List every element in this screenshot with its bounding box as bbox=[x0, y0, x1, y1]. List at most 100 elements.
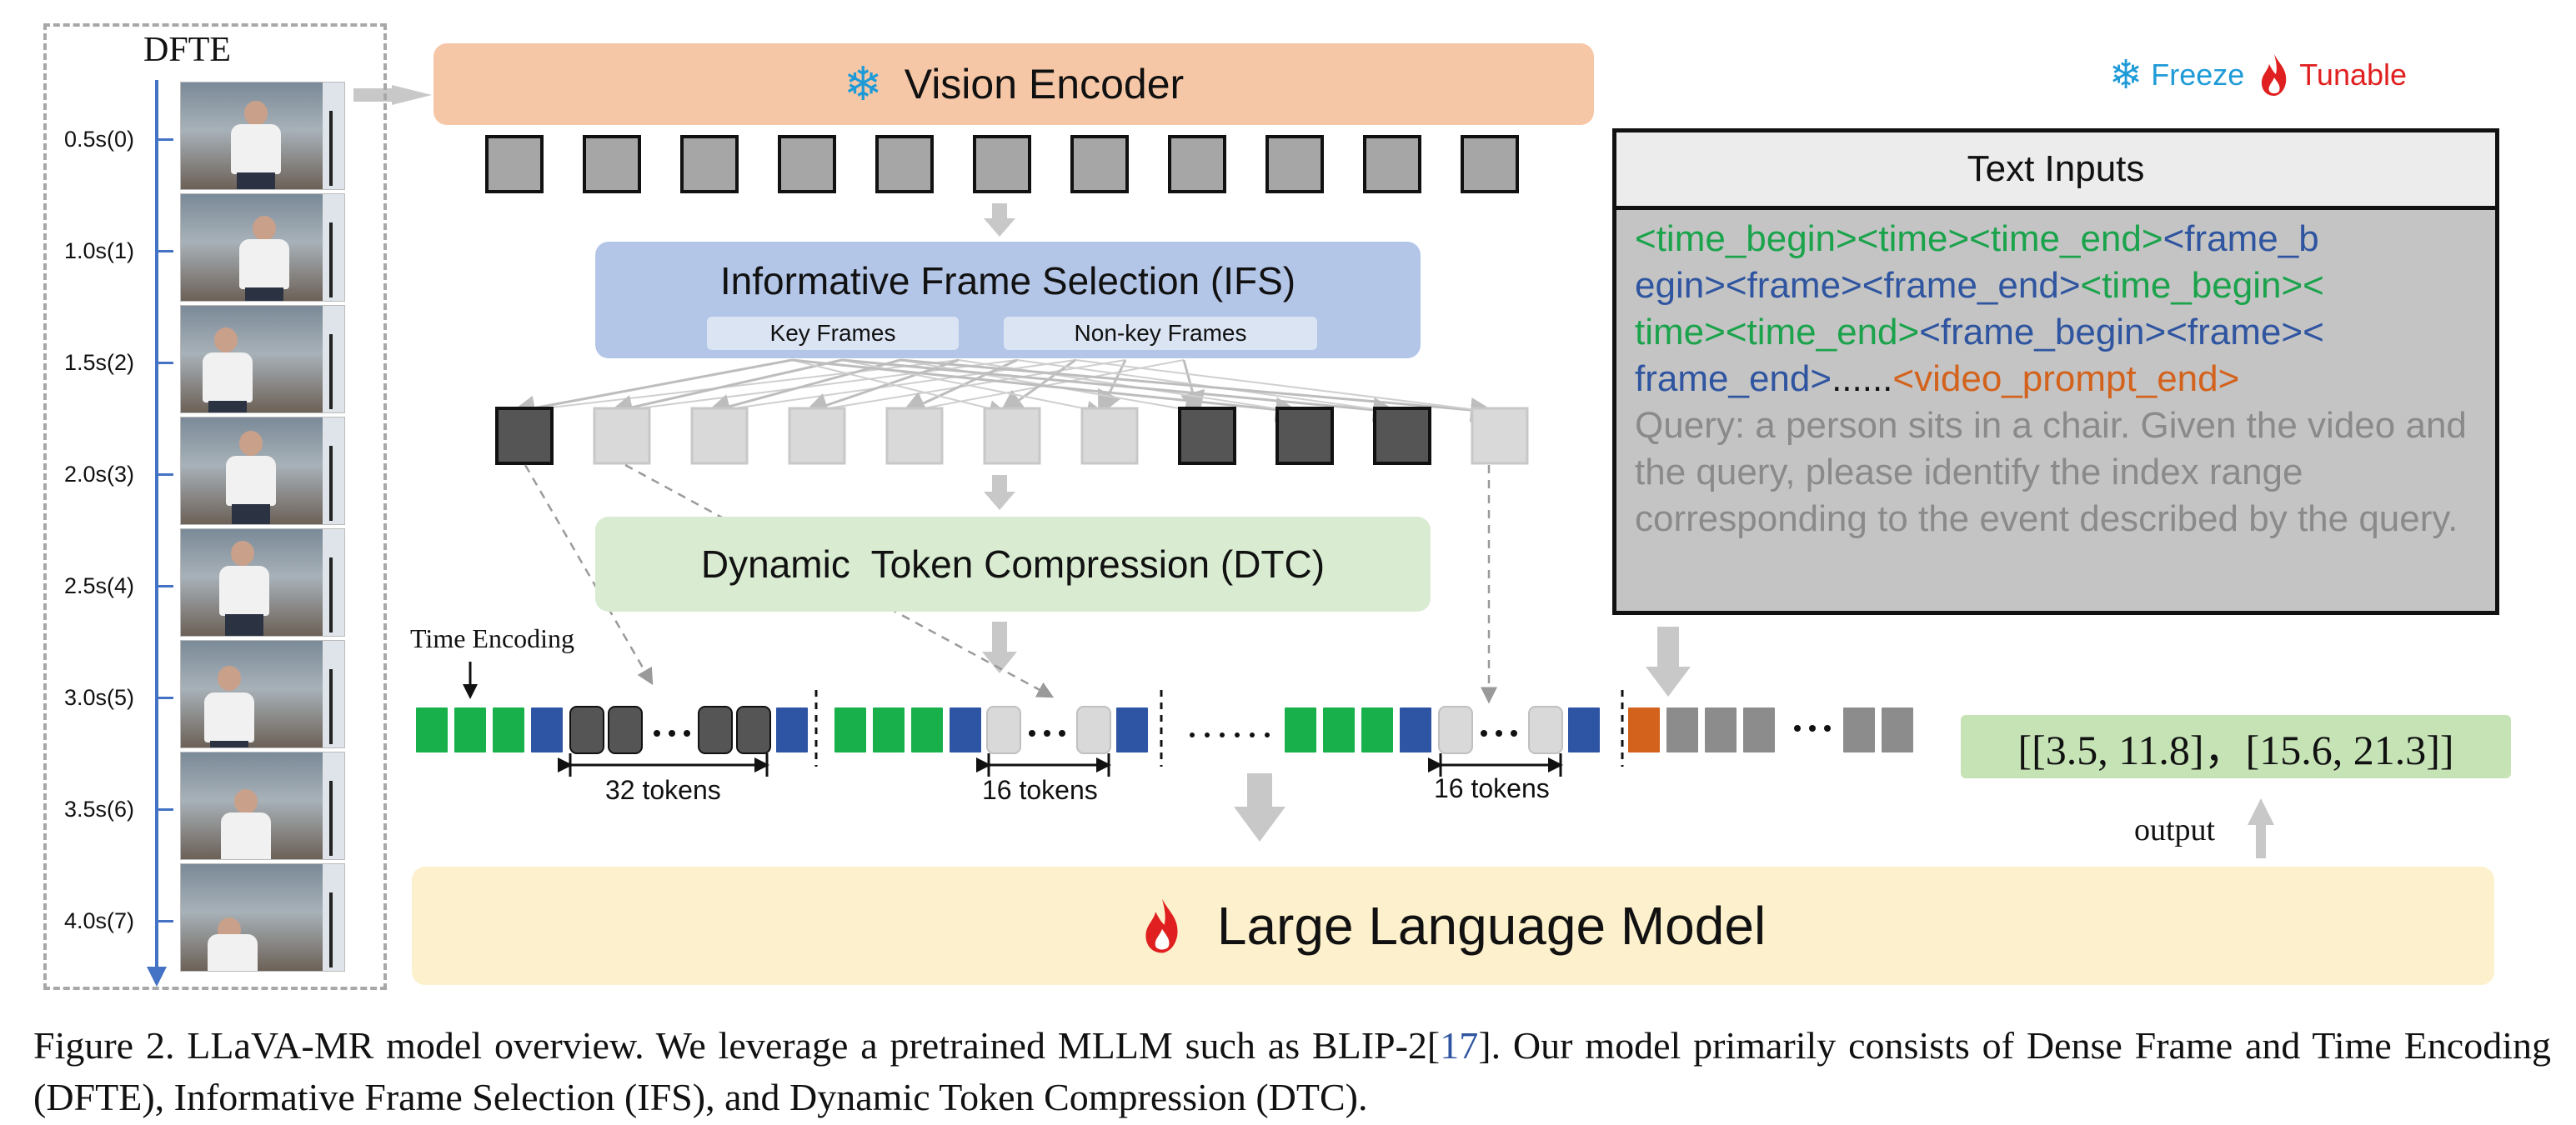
dfte-title: DFTE bbox=[143, 31, 231, 69]
token-ellipsis: ...... bbox=[1832, 358, 1893, 399]
time-label-6: 3.5s(6) bbox=[63, 797, 135, 822]
time-label-2: 1.5s(2) bbox=[63, 350, 135, 375]
key-frames-label: Key Frames bbox=[769, 320, 896, 346]
key-frame-token bbox=[698, 706, 733, 754]
video-frame-thumbnail bbox=[180, 863, 345, 972]
frame-door bbox=[323, 529, 344, 636]
figure-caption: Figure 2. LLaVA-MR model overview. We le… bbox=[33, 1020, 2551, 1123]
time-token bbox=[414, 706, 449, 754]
person-head bbox=[231, 541, 254, 566]
frame-separator-token bbox=[1115, 706, 1150, 754]
person-body bbox=[219, 566, 269, 616]
token-time-end-2: <time_end> bbox=[1725, 312, 1920, 352]
key-frame-box bbox=[1373, 407, 1431, 465]
vision-encoder-module: ❄ Vision Encoder bbox=[434, 43, 1594, 125]
group-separators bbox=[814, 690, 1624, 767]
non-key-frame-box bbox=[983, 407, 1041, 465]
token-time-end: <time_end> bbox=[1969, 218, 2163, 259]
time-token bbox=[871, 706, 906, 754]
person-legs bbox=[208, 401, 247, 412]
time-encoding-label: Time Encoding bbox=[410, 623, 575, 653]
video-frame-thumbnail bbox=[180, 752, 345, 860]
time-tick bbox=[155, 920, 173, 922]
frame-feature-box bbox=[485, 135, 544, 193]
non-key-frame-box bbox=[1080, 407, 1139, 465]
person-body bbox=[226, 456, 276, 506]
key-frame-box bbox=[495, 407, 554, 465]
video-frame-thumbnail bbox=[180, 417, 345, 525]
non-key-frame-token bbox=[1528, 706, 1563, 754]
dfte-panel bbox=[43, 23, 387, 990]
llm-module: Large Language Model bbox=[412, 867, 2494, 985]
text-inputs-line-3: time><time_end><frame_begin><frame>< bbox=[1635, 309, 2477, 356]
selection-arrow bbox=[608, 358, 843, 420]
time-token bbox=[1360, 706, 1395, 754]
non-key-frame-box bbox=[690, 407, 749, 465]
time-tick bbox=[155, 250, 173, 252]
token-frame-end-2: frame_end> bbox=[1635, 358, 1832, 399]
non-key-frame-token bbox=[1438, 706, 1473, 754]
token-count-label-3: 16 tokens bbox=[1434, 773, 1550, 803]
text-token bbox=[1703, 706, 1738, 754]
frame-feature-row bbox=[485, 135, 1519, 193]
frame-door bbox=[323, 194, 344, 301]
text-inputs-line-1: <time_begin><time><time_end><frame_b bbox=[1635, 216, 2477, 262]
non-key-frame-box bbox=[1471, 407, 1529, 465]
token-sequence bbox=[414, 706, 1915, 754]
time-tick bbox=[155, 585, 173, 588]
snowflake-icon: ❄ bbox=[843, 58, 883, 110]
time-tick bbox=[155, 697, 173, 699]
caption-citation-link[interactable]: 17 bbox=[1440, 1024, 1479, 1067]
selection-arrow bbox=[804, 359, 1126, 418]
person-legs bbox=[232, 504, 270, 524]
frame-separator-token bbox=[774, 706, 809, 754]
text-inputs-title: Text Inputs bbox=[1616, 132, 2495, 210]
frame-tripod bbox=[329, 334, 333, 409]
frame-door bbox=[323, 752, 344, 859]
video-frame-thumbnail bbox=[180, 640, 345, 748]
caption-suffix: ]. Our model primarily consists of Dense… bbox=[33, 1024, 2551, 1118]
frame-separator-token bbox=[1398, 706, 1433, 754]
non-key-frame-token bbox=[1076, 706, 1111, 754]
time-token bbox=[453, 706, 488, 754]
selection-arrow bbox=[609, 359, 1018, 418]
video-prompt-end-token bbox=[1626, 706, 1661, 754]
key-frames-pill: Key Frames bbox=[707, 317, 959, 350]
vision-encoder-label: Vision Encoder bbox=[904, 61, 1185, 108]
token-frame-begin-rest: egin> bbox=[1635, 265, 1726, 306]
snowflake-icon: ❄ bbox=[2109, 53, 2143, 98]
time-tick bbox=[155, 808, 173, 811]
text-inputs-line-4: frame_end>......<video_prompt_end> bbox=[1635, 356, 2477, 402]
non-key-frame-token bbox=[986, 706, 1021, 754]
time-tick bbox=[155, 138, 173, 141]
person-legs bbox=[210, 741, 248, 748]
person-legs bbox=[225, 614, 263, 636]
text-inputs-line-2: egin><frame><frame_end><time_begin>< bbox=[1635, 262, 2477, 309]
time-tick bbox=[155, 362, 173, 364]
frame-door bbox=[323, 306, 344, 412]
token-time-begin: <time_begin> bbox=[1635, 218, 1857, 259]
video-frame-thumbnail bbox=[180, 305, 345, 413]
time-token bbox=[910, 706, 945, 754]
frame-separator-token bbox=[529, 706, 564, 754]
non-key-frame-box bbox=[593, 407, 651, 465]
selection-arrow bbox=[1075, 359, 1494, 418]
time-token bbox=[1283, 706, 1318, 754]
frame-door bbox=[323, 418, 344, 524]
time-label-5: 3.0s(5) bbox=[63, 685, 135, 710]
frame-feature-box bbox=[875, 135, 934, 193]
non-key-frame-box bbox=[788, 407, 846, 465]
key-frame-token bbox=[736, 706, 771, 754]
selection-arrow bbox=[900, 358, 1496, 422]
person-head bbox=[253, 216, 276, 241]
frame-feature-box bbox=[680, 135, 739, 193]
token-time-2: time> bbox=[1635, 312, 1726, 352]
frame-door bbox=[323, 641, 344, 748]
person-body bbox=[221, 812, 271, 859]
time-label-1: 1.0s(1) bbox=[63, 238, 135, 263]
ifs-module: Informative Frame Selection (IFS) Key Fr… bbox=[595, 242, 1421, 358]
selection-arrow bbox=[791, 358, 1301, 422]
non-key-frames-label: Non-key Frames bbox=[1074, 320, 1247, 346]
